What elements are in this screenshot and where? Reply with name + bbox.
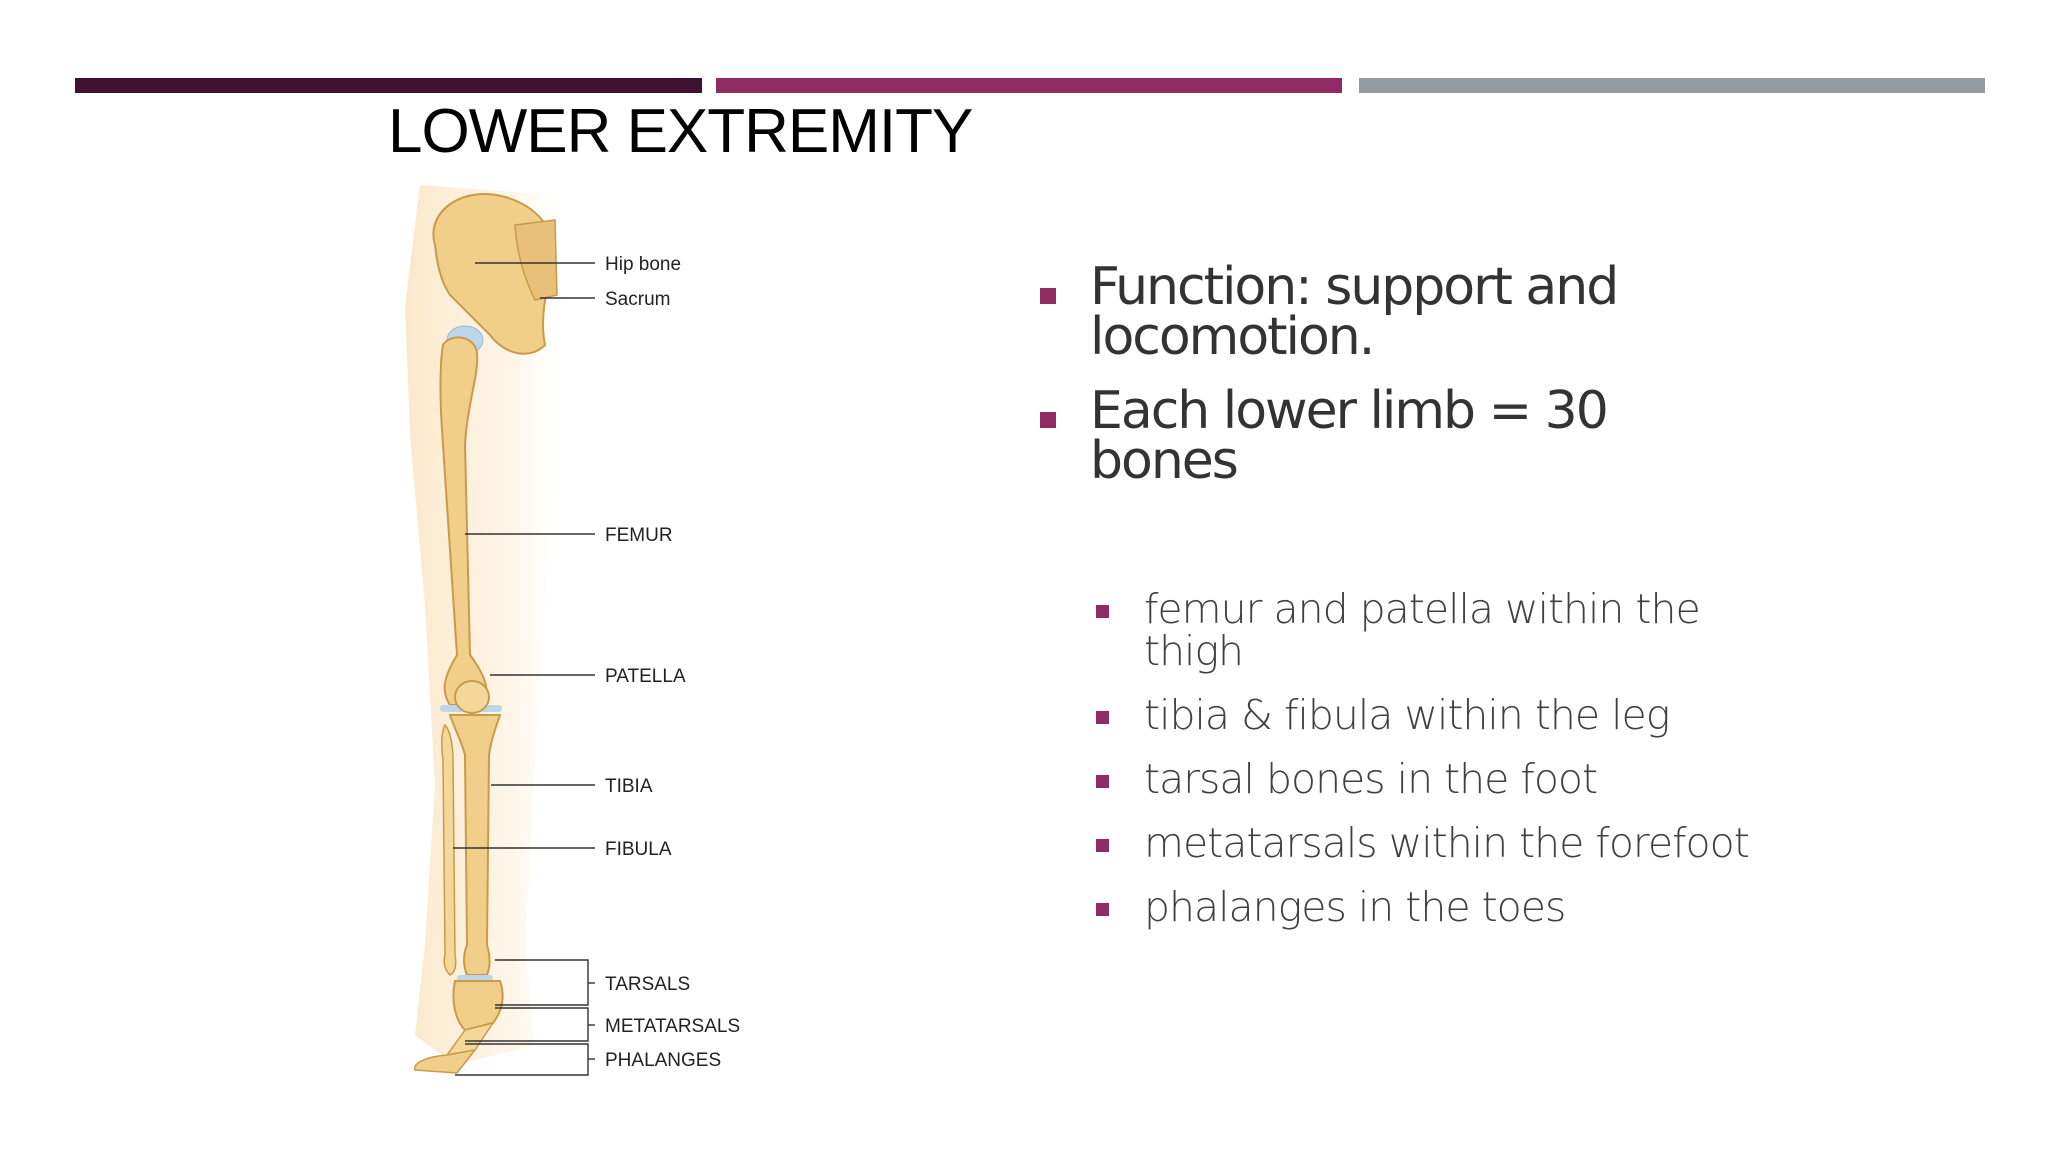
square-bullet-icon <box>1040 288 1056 304</box>
patella <box>454 680 490 714</box>
bullet-text: Each lower limb = 30 bones <box>1090 381 1609 491</box>
label-patella: PATELLA <box>605 666 686 687</box>
square-bullet-icon <box>1096 605 1109 618</box>
label-fibula: FIBULA <box>605 839 672 860</box>
main-bullet-list: Function: support and locomotion. Each l… <box>1040 261 1760 510</box>
label-hip-bone: Hip bone <box>605 254 681 275</box>
label-metatarsals: METATARSALS <box>605 1016 740 1037</box>
sub-bullet-item: metatarsals within the forefoot <box>1096 822 1776 864</box>
label-sacrum: Sacrum <box>605 289 670 310</box>
square-bullet-icon <box>1096 903 1109 916</box>
accent-bar-dark <box>75 78 702 93</box>
sub-bullet-text: tarsal bones in the foot <box>1144 755 1598 803</box>
sub-bullet-text: tibia & fibula within the leg <box>1144 691 1670 739</box>
sub-bullet-item: tibia & fibula within the leg <box>1096 694 1776 736</box>
square-bullet-icon <box>1096 839 1109 852</box>
label-phalanges: PHALANGES <box>605 1050 721 1071</box>
sub-bullet-item: tarsal bones in the foot <box>1096 758 1776 800</box>
ankle-cartilage <box>457 975 493 981</box>
bullet-item: Function: support and locomotion. <box>1040 261 1760 363</box>
slide-title: LOWER EXTREMITY <box>388 97 973 166</box>
sub-bullet-text: femur and patella within the thigh <box>1144 585 1701 675</box>
sub-bullet-item: phalanges in the toes <box>1096 886 1776 928</box>
accent-bar-magenta <box>716 78 1342 93</box>
square-bullet-icon <box>1096 711 1109 724</box>
label-tarsals: TARSALS <box>605 974 690 995</box>
bullet-text: Function: support and locomotion. <box>1090 257 1619 367</box>
lower-limb-skeleton-figure: Hip bone Sacrum FEMUR PATELLA TIBIA FIBU… <box>405 185 740 1076</box>
label-femur: FEMUR <box>605 525 673 546</box>
square-bullet-icon <box>1096 775 1109 788</box>
accent-bar-gray <box>1359 78 1985 93</box>
sub-bullet-item: femur and patella within the thigh <box>1096 588 1776 672</box>
sub-bullet-text: metatarsals within the forefoot <box>1144 819 1750 867</box>
square-bullet-icon <box>1040 412 1056 428</box>
bullet-item: Each lower limb = 30 bones <box>1040 385 1760 487</box>
label-tibia: TIBIA <box>605 776 653 797</box>
phalanx-bones <box>414 1048 477 1074</box>
sacrum <box>514 219 558 301</box>
sub-bullet-text: phalanges in the toes <box>1144 883 1566 931</box>
fibula <box>440 723 457 976</box>
sub-bullet-list: femur and patella within the thigh tibia… <box>1096 588 1776 950</box>
